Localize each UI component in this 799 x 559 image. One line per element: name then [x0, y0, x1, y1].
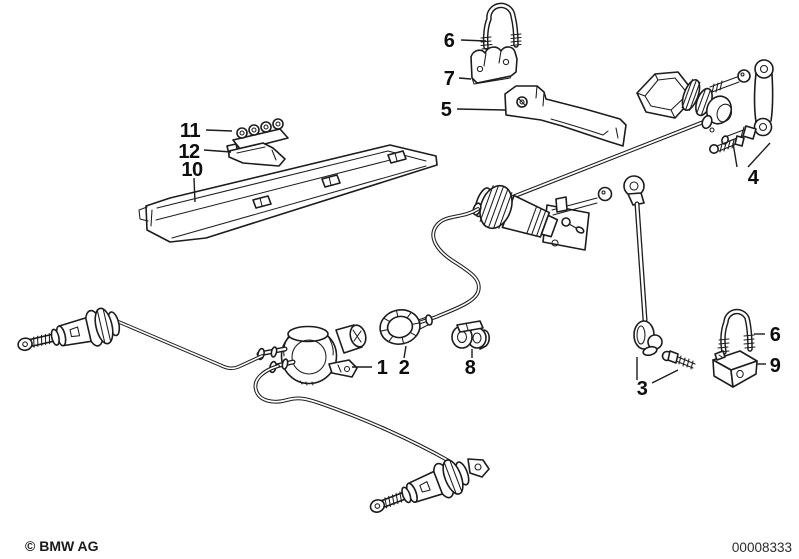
part-label-6-right[interactable]: 6: [770, 324, 782, 346]
part-9-angle-bracket: [712, 350, 758, 388]
part-label-7[interactable]: 7: [444, 68, 456, 90]
part-label-8[interactable]: 8: [465, 357, 477, 379]
part-label-1[interactable]: 1: [377, 357, 389, 379]
part-label-5[interactable]: 5: [441, 99, 453, 121]
part-label-10[interactable]: 10: [181, 159, 203, 181]
part-5-holder-bracket: [504, 85, 627, 147]
part-3-link-rod: [623, 175, 696, 370]
center-actuator: [472, 184, 613, 251]
part-1-actuator-can: [256, 324, 367, 386]
part-label-11[interactable]: 11: [180, 120, 201, 142]
part-label-9[interactable]: 9: [770, 355, 782, 377]
leader-lines: [193, 39, 771, 384]
copyright-text: © BMW AG: [25, 538, 99, 554]
part-6-ubolt-right: [717, 308, 756, 355]
part-labels: 6 7 5 11 12 10 4 1 2 8 3 6 9: [178, 30, 782, 400]
control-rod: [490, 119, 708, 207]
bowden-cable: [419, 207, 481, 324]
document-number: 00008333: [732, 540, 792, 555]
part-2-grommet: [379, 309, 433, 345]
part-7-clamp-block: [470, 46, 518, 85]
part-12-retainer-bracket: [226, 142, 286, 167]
part-label-4[interactable]: 4: [748, 167, 761, 189]
part-4-link-and-bolts: [708, 59, 774, 155]
cable-end-left: [13, 304, 264, 371]
part-label-3[interactable]: 3: [637, 378, 649, 400]
cable-end-bottom: [363, 454, 490, 527]
part-label-2[interactable]: 2: [399, 357, 411, 379]
upper-actuator: [636, 69, 751, 133]
part-label-12[interactable]: 12: [178, 141, 200, 163]
vacuum-tube: [253, 364, 451, 463]
part-label-6-top[interactable]: 6: [444, 30, 456, 52]
part-6-ubolt-top: [480, 2, 522, 50]
part-11-cable-holder: [232, 118, 289, 151]
part-10-cover-rail: [138, 144, 438, 243]
part-8-cable-clamp: [451, 320, 490, 350]
